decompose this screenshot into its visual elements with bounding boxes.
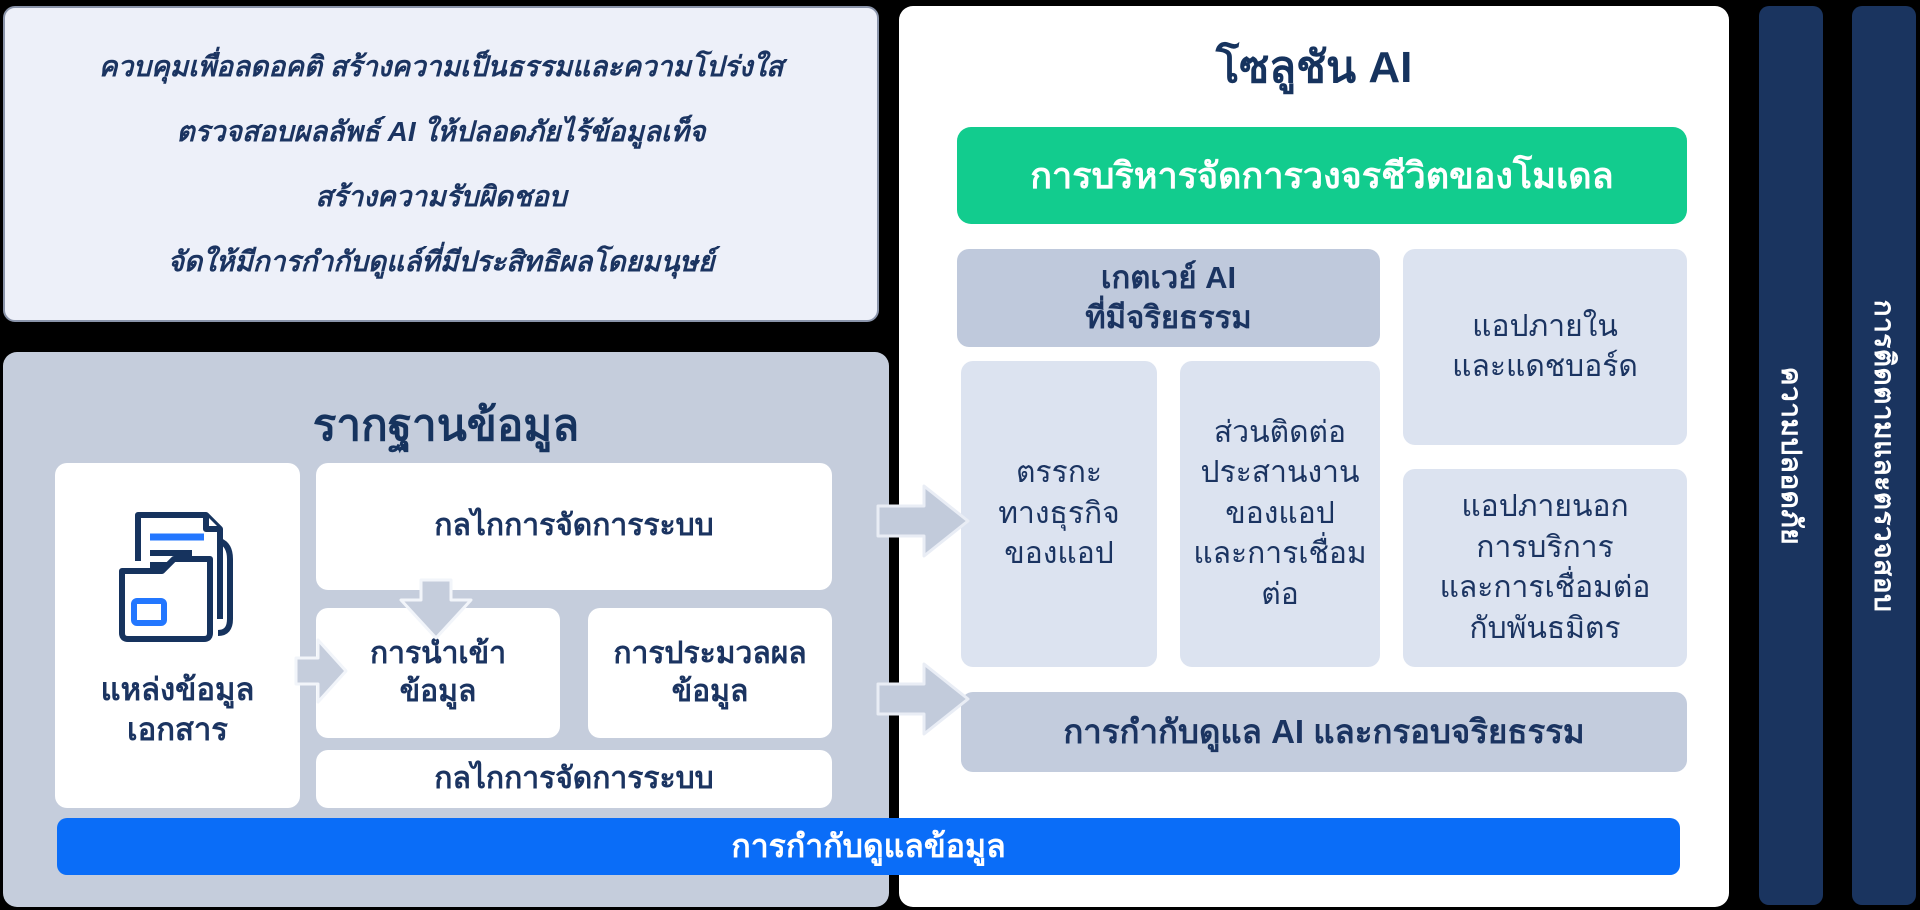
security-side-bar: ความปลอดภัย (1759, 6, 1823, 905)
source-right-arrow-icon (294, 636, 350, 711)
data-processing-box: การประมวลผล ข้อมูล (588, 608, 832, 738)
documents-folder-icon (108, 501, 248, 656)
monitoring-audit-side-bar-label: การติดตามและตรวจสอบ (1869, 299, 1900, 612)
document-source-label: แหล่งข้อมูล เอกสาร (100, 672, 255, 747)
system-mechanism-top-box: กลไกการจัดการระบบ (316, 463, 832, 590)
ethical-ai-gateway-box: เกตเวย์ AI ที่มีจริยธรรม (957, 249, 1380, 347)
ai-governance-bar: การกำกับดูแล AI และกรอบจริยธรรม (961, 692, 1687, 772)
foundation-to-solution-arrow-bottom-icon (876, 660, 972, 743)
principle-line: ควบคุมเพื่อลดอคติ สร้างความเป็นธรรมและคว… (98, 50, 784, 82)
down-arrow-icon (397, 578, 475, 647)
security-side-bar-label: ความปลอดภัย (1776, 366, 1807, 545)
monitoring-audit-side-bar: การติดตามและตรวจสอบ (1852, 6, 1916, 905)
ai-solution-title: โซลูชัน AI (1215, 43, 1413, 92)
data-governance-bar: การกำกับดูแลข้อมูล (57, 818, 1680, 875)
principle-line: ตรวจสอบผลลัพธ์ AI ให้ปลอดภัยไร้ข้อมูลเท็… (176, 115, 706, 147)
app-business-logic-box: ตรรกะ ทางธุรกิจ ของแอป (961, 361, 1157, 667)
foundation-to-solution-arrow-top-icon (876, 482, 972, 565)
internal-apps-box: แอปภายใน และแดชบอร์ด (1403, 249, 1687, 445)
ai-principles-box: ควบคุมเพื่อลดอคติ สร้างความเป็นธรรมและคว… (3, 6, 879, 322)
model-lifecycle-bar: การบริหารจัดการวงจรชีวิตของโมเดล (957, 127, 1687, 224)
external-apps-box: แอปภายนอก การบริการ และการเชื่อมต่อ กับพ… (1403, 469, 1687, 667)
system-mechanism-bottom-box: กลไกการจัดการระบบ (316, 750, 832, 808)
document-source-box: แหล่งข้อมูล เอกสาร (55, 463, 300, 808)
app-interface-box: ส่วนติดต่อ ประสานงาน ของแอป และการเชื่อม… (1180, 361, 1380, 667)
data-foundation-title: รากฐานข้อมูล (312, 401, 580, 450)
principle-line: สร้างความรับผิดชอบ (315, 180, 567, 212)
principle-line: จัดให้มีการกำกับดูแล์ที่มีประสิทธิผลโดยม… (167, 245, 715, 277)
data-ingestion-box: การนำเข้า ข้อมูล (316, 608, 560, 738)
